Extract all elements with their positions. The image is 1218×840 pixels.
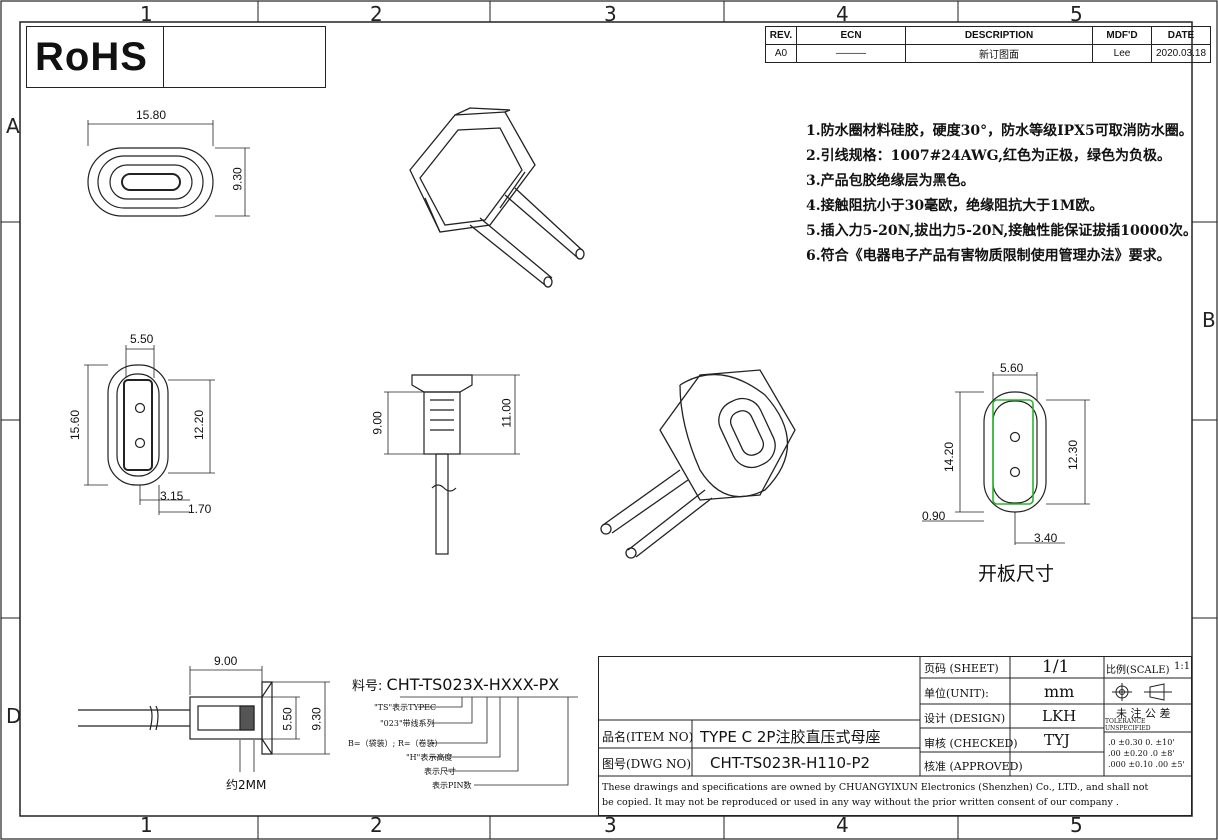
dim-side-height-a: 9.00	[370, 411, 385, 435]
zone-number-top-2: 2	[370, 2, 383, 26]
zone-letter-d: D	[6, 704, 22, 728]
top-view-drawing	[87, 120, 250, 217]
dim-front-offset-a: 3.15	[160, 489, 184, 503]
zone-letter-a: A	[6, 114, 20, 138]
tolerance-row: .000 ±0.10 .00 ±5'	[1108, 760, 1185, 769]
scale-value: 1:1	[1174, 661, 1191, 672]
rev-cell-description: 新订图面	[905, 44, 1093, 63]
rev-header-ecn: ECN	[796, 26, 906, 45]
panel-cutout-label: 开板尺寸	[978, 563, 1055, 585]
dim-front-inner-height: 12.20	[192, 409, 207, 441]
dim-side-height-b: 11.00	[499, 398, 514, 428]
unit-value: mm	[1044, 682, 1075, 701]
dim-top-width: 15.80	[136, 108, 167, 122]
dim-front-offset-b: 1.70	[188, 502, 212, 516]
tolerance-subtitle: TOLERANCE UNSPECIFIED	[1105, 718, 1151, 732]
sheet-label: 页码 (SHEET)	[924, 662, 999, 675]
dim-front-width: 5.50	[130, 332, 154, 346]
approved-label: 核准 (APPROVED)	[924, 760, 1023, 773]
rev-header-modified: MDF'D	[1092, 26, 1152, 45]
sheet-value: 1/1	[1042, 657, 1070, 677]
dim-panel-inner-height: 12.30	[1066, 439, 1081, 471]
notes-list: 1.防水圈材料硅胶，硬度30°，防水等级IPX5可取消防水圈。 2.引线规格：1…	[806, 119, 1197, 269]
tolerance-title: 未 注 公 差	[1116, 707, 1171, 720]
part-number-code: CHT-TS023X-HXXX-PX	[386, 675, 560, 694]
isometric-view-top	[409, 107, 585, 288]
bottom-note: 约2MM	[226, 778, 267, 792]
zone-letter-b: B	[1202, 308, 1216, 332]
part-number-leaders	[400, 696, 578, 786]
dim-panel-bottom: 3.40	[1034, 531, 1058, 545]
tolerance-row: .00 ±0.20 .0 ±8'	[1108, 749, 1175, 758]
dim-panel-margin: 0.90	[922, 509, 946, 523]
dim-top-height: 9.30	[230, 167, 245, 191]
zone-number-top-1: 1	[140, 2, 153, 26]
rohs-logo: RoHS	[35, 35, 148, 79]
checked-value: TYJ	[1044, 731, 1070, 749]
isometric-view-bottom	[600, 369, 796, 559]
rev-header-date: DATE	[1151, 26, 1211, 45]
zone-number-top-4: 4	[836, 2, 849, 26]
note-item: 1.防水圈材料硅胶，硬度30°，防水等级IPX5可取消防水圈。	[806, 123, 1193, 139]
title-block: 页码 (SHEET) 1/1 比例(SCALE) 1:1 单位(UNIT): m…	[598, 656, 1192, 816]
rev-cell-modified: Lee	[1092, 44, 1152, 63]
bottom-view-drawing	[78, 666, 330, 772]
title-block-grid	[598, 656, 1192, 816]
zone-number-bottom-1: 1	[140, 813, 153, 837]
zone-number-bottom-4: 4	[836, 813, 849, 837]
side-view-drawing	[384, 374, 520, 555]
note-item: 5.插入力5-20N,拔出力5-20N,接触性能保证拔插10000次。	[806, 223, 1197, 239]
panel-cutout-drawing	[922, 372, 1090, 545]
drawing-number-label: 图号(DWG NO)	[602, 757, 692, 771]
pn-legend-023: "023"带线系列	[380, 719, 435, 728]
dim-front-outer-height: 15.60	[68, 409, 83, 441]
rohs-box: RoHS	[26, 26, 326, 88]
projection-symbol	[1112, 683, 1172, 701]
note-item: 4.接触阻抗小于30毫欧，绝缘阻抗大于1M欧。	[806, 198, 1104, 214]
rev-cell-date: 2020.03.18	[1151, 44, 1211, 63]
pn-legend-ts: "TS"表示TYPEC	[374, 703, 437, 712]
scale-label: 比例(SCALE)	[1106, 665, 1170, 676]
design-label: 设计 (DESIGN)	[924, 712, 1006, 725]
rev-header-rev: REV.	[765, 26, 797, 45]
zone-number-bottom-2: 2	[370, 813, 383, 837]
zone-number-bottom-5: 5	[1070, 813, 1083, 837]
zone-number-top-3: 3	[604, 2, 617, 26]
rev-cell-rev: A0	[765, 44, 797, 63]
note-item: 3.产品包胶绝缘层为黑色。	[806, 173, 975, 189]
pn-legend-size: 表示尺寸	[424, 767, 456, 776]
front-view-drawing	[84, 345, 215, 515]
dim-bottom-a: 5.50	[280, 707, 295, 731]
pn-legend-pins: 表示PIN数	[432, 781, 472, 790]
drawing-number-value: CHT-TS023R-H110-P2	[710, 754, 871, 772]
dim-panel-outer-height: 14.20	[942, 441, 957, 473]
rev-cell-ecn: ———	[796, 44, 906, 63]
note-item: 2.引线规格：1007#24AWG,红色为正极，绿色为负极。	[806, 148, 1172, 164]
item-value: TYPE C 2P注胶直压式母座	[700, 728, 881, 746]
rohs-divider	[163, 27, 164, 87]
note-item: 6.符合《电器电子产品有害物质限制使用管理办法》要求。	[806, 248, 1171, 264]
pn-legend-height: "H"表示高度	[406, 753, 453, 762]
part-number: 料号: CHT-TS023X-HXXX-PX	[352, 675, 559, 694]
footer-line-2: be copied. It may not be reproduced or u…	[602, 797, 1119, 808]
item-label: 品名(ITEM NO)	[602, 730, 694, 744]
tolerance-row: .0 ±0.30 0. ±10'	[1108, 738, 1175, 747]
part-number-prefix: 料号:	[352, 679, 387, 694]
unit-label: 单位(UNIT):	[924, 687, 989, 700]
revision-table: REV. ECN DESCRIPTION MDF'D DATE A0 ——— 新…	[765, 26, 1211, 63]
footer-line-1: These drawings and specifications are ow…	[602, 782, 1149, 793]
dim-panel-width: 5.60	[1000, 361, 1024, 375]
rev-header-description: DESCRIPTION	[905, 26, 1093, 45]
zone-number-top-5: 5	[1070, 2, 1083, 26]
design-value: LKH	[1042, 707, 1077, 725]
zone-number-bottom-3: 3	[604, 813, 617, 837]
pn-legend-package: B=（袋装）; R=（卷装）	[348, 739, 443, 748]
checked-label: 审核 (CHECKED)	[924, 737, 1018, 750]
dim-bottom-width: 9.00	[214, 654, 238, 668]
dim-bottom-b: 9.30	[309, 707, 324, 731]
